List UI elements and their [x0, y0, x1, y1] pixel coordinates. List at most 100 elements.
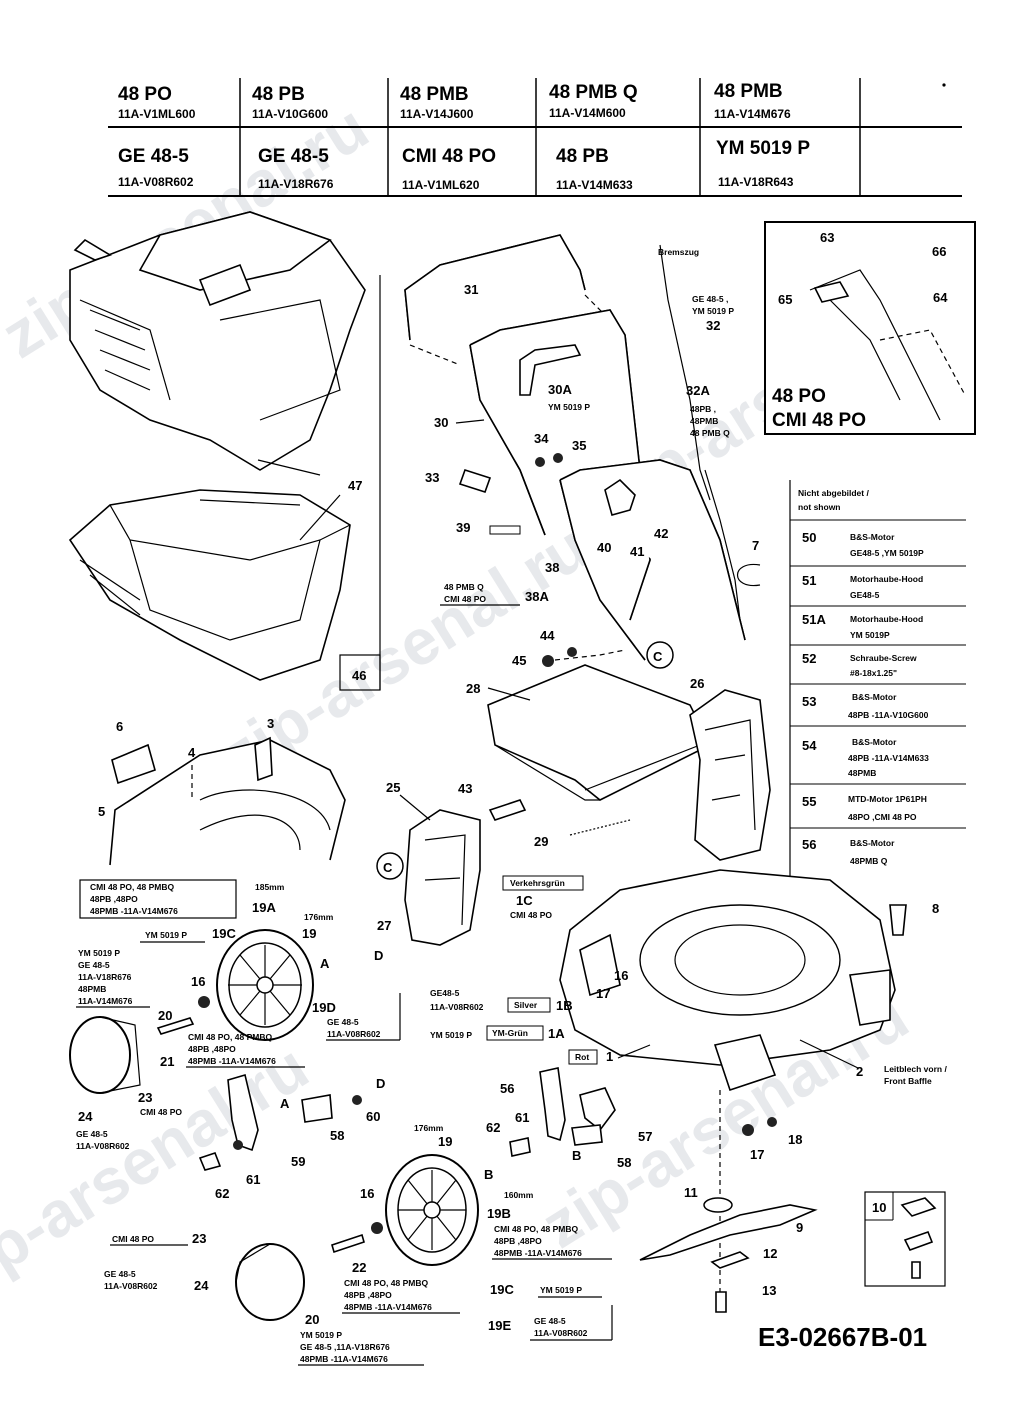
grass-catcher-frame: [68, 489, 351, 681]
label-front-baffle-1: Leitblech vorn /: [884, 1064, 947, 1074]
callout-35: 35: [572, 438, 586, 453]
callout-11: 11: [684, 1185, 698, 1200]
label-verkehrsgruen: Verkehrsgrün: [510, 878, 565, 888]
note-19e-1: GE 48-5: [534, 1316, 566, 1326]
label-rot: Rot: [575, 1052, 589, 1062]
callout-d: D: [374, 948, 383, 963]
callout-8: 8: [932, 901, 939, 916]
lower-handle: [559, 459, 746, 661]
callout-38a: 38A: [525, 589, 549, 604]
upper-handle: [404, 234, 651, 621]
legend-num: 51: [802, 573, 816, 588]
note-ym2-4: 48PMB: [78, 984, 106, 994]
callout-17b: 17: [750, 1147, 764, 1162]
header-model: 48 PMB: [714, 81, 783, 102]
rear-flap: [487, 664, 712, 801]
note-23b: CMI 48 PO: [112, 1234, 154, 1244]
rear-wheel-left: [216, 929, 314, 1041]
header-code: 11A-V10G600: [252, 107, 328, 121]
note-24b-1: GE 48-5: [104, 1269, 136, 1279]
callout-56: 56: [500, 1081, 514, 1096]
legend-line: 48PMB Q: [850, 856, 888, 866]
note-30a: YM 5019 P: [548, 402, 590, 412]
callout-46: 46: [352, 668, 366, 683]
label-silver: Silver: [514, 1000, 538, 1010]
diagram-code: E3-02667B-01: [758, 1322, 927, 1352]
label-bremszug: Bremszug: [658, 247, 699, 257]
blade-adapter-box: [864, 1191, 946, 1287]
callout-4: 4: [188, 745, 196, 760]
callout-47: 47: [348, 478, 362, 493]
header-code: 11A-V14M600: [549, 106, 626, 120]
note-20b-2: GE 48-5 ,11A-V18R676: [300, 1342, 390, 1352]
front-wheel: [385, 1154, 479, 1266]
callout-16c: 16: [360, 1186, 374, 1201]
callout-26: 26: [690, 676, 704, 691]
callout-2: 2: [856, 1064, 863, 1079]
grass-catcher-bag: [69, 211, 366, 471]
note-24a-2: 11A-V08R602: [76, 1141, 130, 1151]
note-19b-1: CMI 48 PO, 48 PMBQ: [494, 1224, 578, 1234]
blade-assembly: [639, 1180, 818, 1313]
callout-19b-num: 19: [438, 1134, 452, 1149]
header-model: GE 48-5: [258, 146, 329, 167]
callout-b: B: [572, 1148, 581, 1163]
rear-deflector: [109, 736, 346, 866]
note-32-2: YM 5019 P: [692, 306, 734, 316]
note-38-1: 48 PMB Q: [444, 582, 484, 592]
note-23a: CMI 48 PO: [140, 1107, 182, 1117]
label-front-baffle-2: Front Baffle: [884, 1076, 932, 1086]
callout-9: 9: [796, 1220, 803, 1235]
note-24b-2: 11A-V08R602: [104, 1281, 158, 1291]
legend-line: B&S-Motor: [850, 532, 895, 542]
note-19b-3: 48PMB -11A-V14M676: [494, 1248, 582, 1258]
callout-17a: 17: [596, 986, 610, 1001]
height-adjuster-left: [227, 1073, 333, 1152]
label-160mm: 160mm: [504, 1190, 534, 1200]
callout-16b: 16: [191, 974, 205, 989]
header-code: 11A-V14M633: [556, 178, 633, 192]
callout-30: 30: [434, 415, 448, 430]
header-model: 48 PO: [118, 84, 172, 105]
callout-12: 12: [763, 1246, 777, 1261]
label-176mm-b: 176mm: [414, 1123, 444, 1133]
note-19a-1: CMI 48 PO, 48 PMBQ: [90, 882, 174, 892]
callout-a: A: [320, 956, 330, 971]
callout-18: 18: [788, 1132, 802, 1147]
note-22-3: 48PMB -11A-V14M676: [344, 1302, 432, 1312]
note-21-2: 48PB ,48PO: [188, 1044, 236, 1054]
note-22-2: 48PB ,48PO: [344, 1290, 392, 1300]
label-176mm: 176mm: [304, 912, 334, 922]
inset-throttle-detail: 63 66 65 64 48 PO CMI 48 PO: [764, 221, 976, 435]
legend-line: 48PMB: [848, 768, 876, 778]
legend-heading-2: not shown: [798, 502, 841, 512]
callout-10: 10: [872, 1200, 886, 1215]
legend-line: B&S-Motor: [850, 838, 895, 848]
note-24a-1: GE 48-5: [76, 1129, 108, 1139]
not-shown-legend: Nicht abgebildet / not shown 50 B&S-Moto…: [789, 480, 966, 880]
callout-1: 1: [606, 1049, 613, 1064]
note-22-1: CMI 48 PO, 48 PMBQ: [344, 1278, 428, 1288]
header-model: CMI 48 PO: [402, 146, 496, 167]
note-32a-2: 48PMB: [690, 416, 718, 426]
inset-label-65: 65: [778, 292, 792, 307]
note-21-1: CMI 48 PO, 48 PMBQ: [188, 1032, 272, 1042]
header-model: 48 PB: [252, 84, 305, 105]
callout-61b: 61: [515, 1110, 529, 1125]
legend-line: #8-18x1.25": [850, 668, 897, 678]
callout-27: 27: [377, 918, 391, 933]
callout-33: 33: [425, 470, 439, 485]
note-38-2: CMI 48 PO: [444, 594, 486, 604]
handle-bracket-right: [689, 689, 771, 861]
callout-32: 32: [706, 318, 720, 333]
callout-23b: 23: [192, 1231, 206, 1246]
callout-45: 45: [512, 653, 526, 668]
legend-line: 48PB -11A-V14M633: [848, 753, 929, 763]
note-ge-2: 11A-V08R602: [430, 1002, 484, 1012]
note-19a-2: 48PB ,48PO: [90, 894, 138, 904]
inset-label-66: 66: [932, 244, 946, 259]
height-adjuster-right: [539, 1067, 616, 1146]
label-185mm: 185mm: [255, 882, 285, 892]
callout-24b: 24: [194, 1278, 209, 1293]
